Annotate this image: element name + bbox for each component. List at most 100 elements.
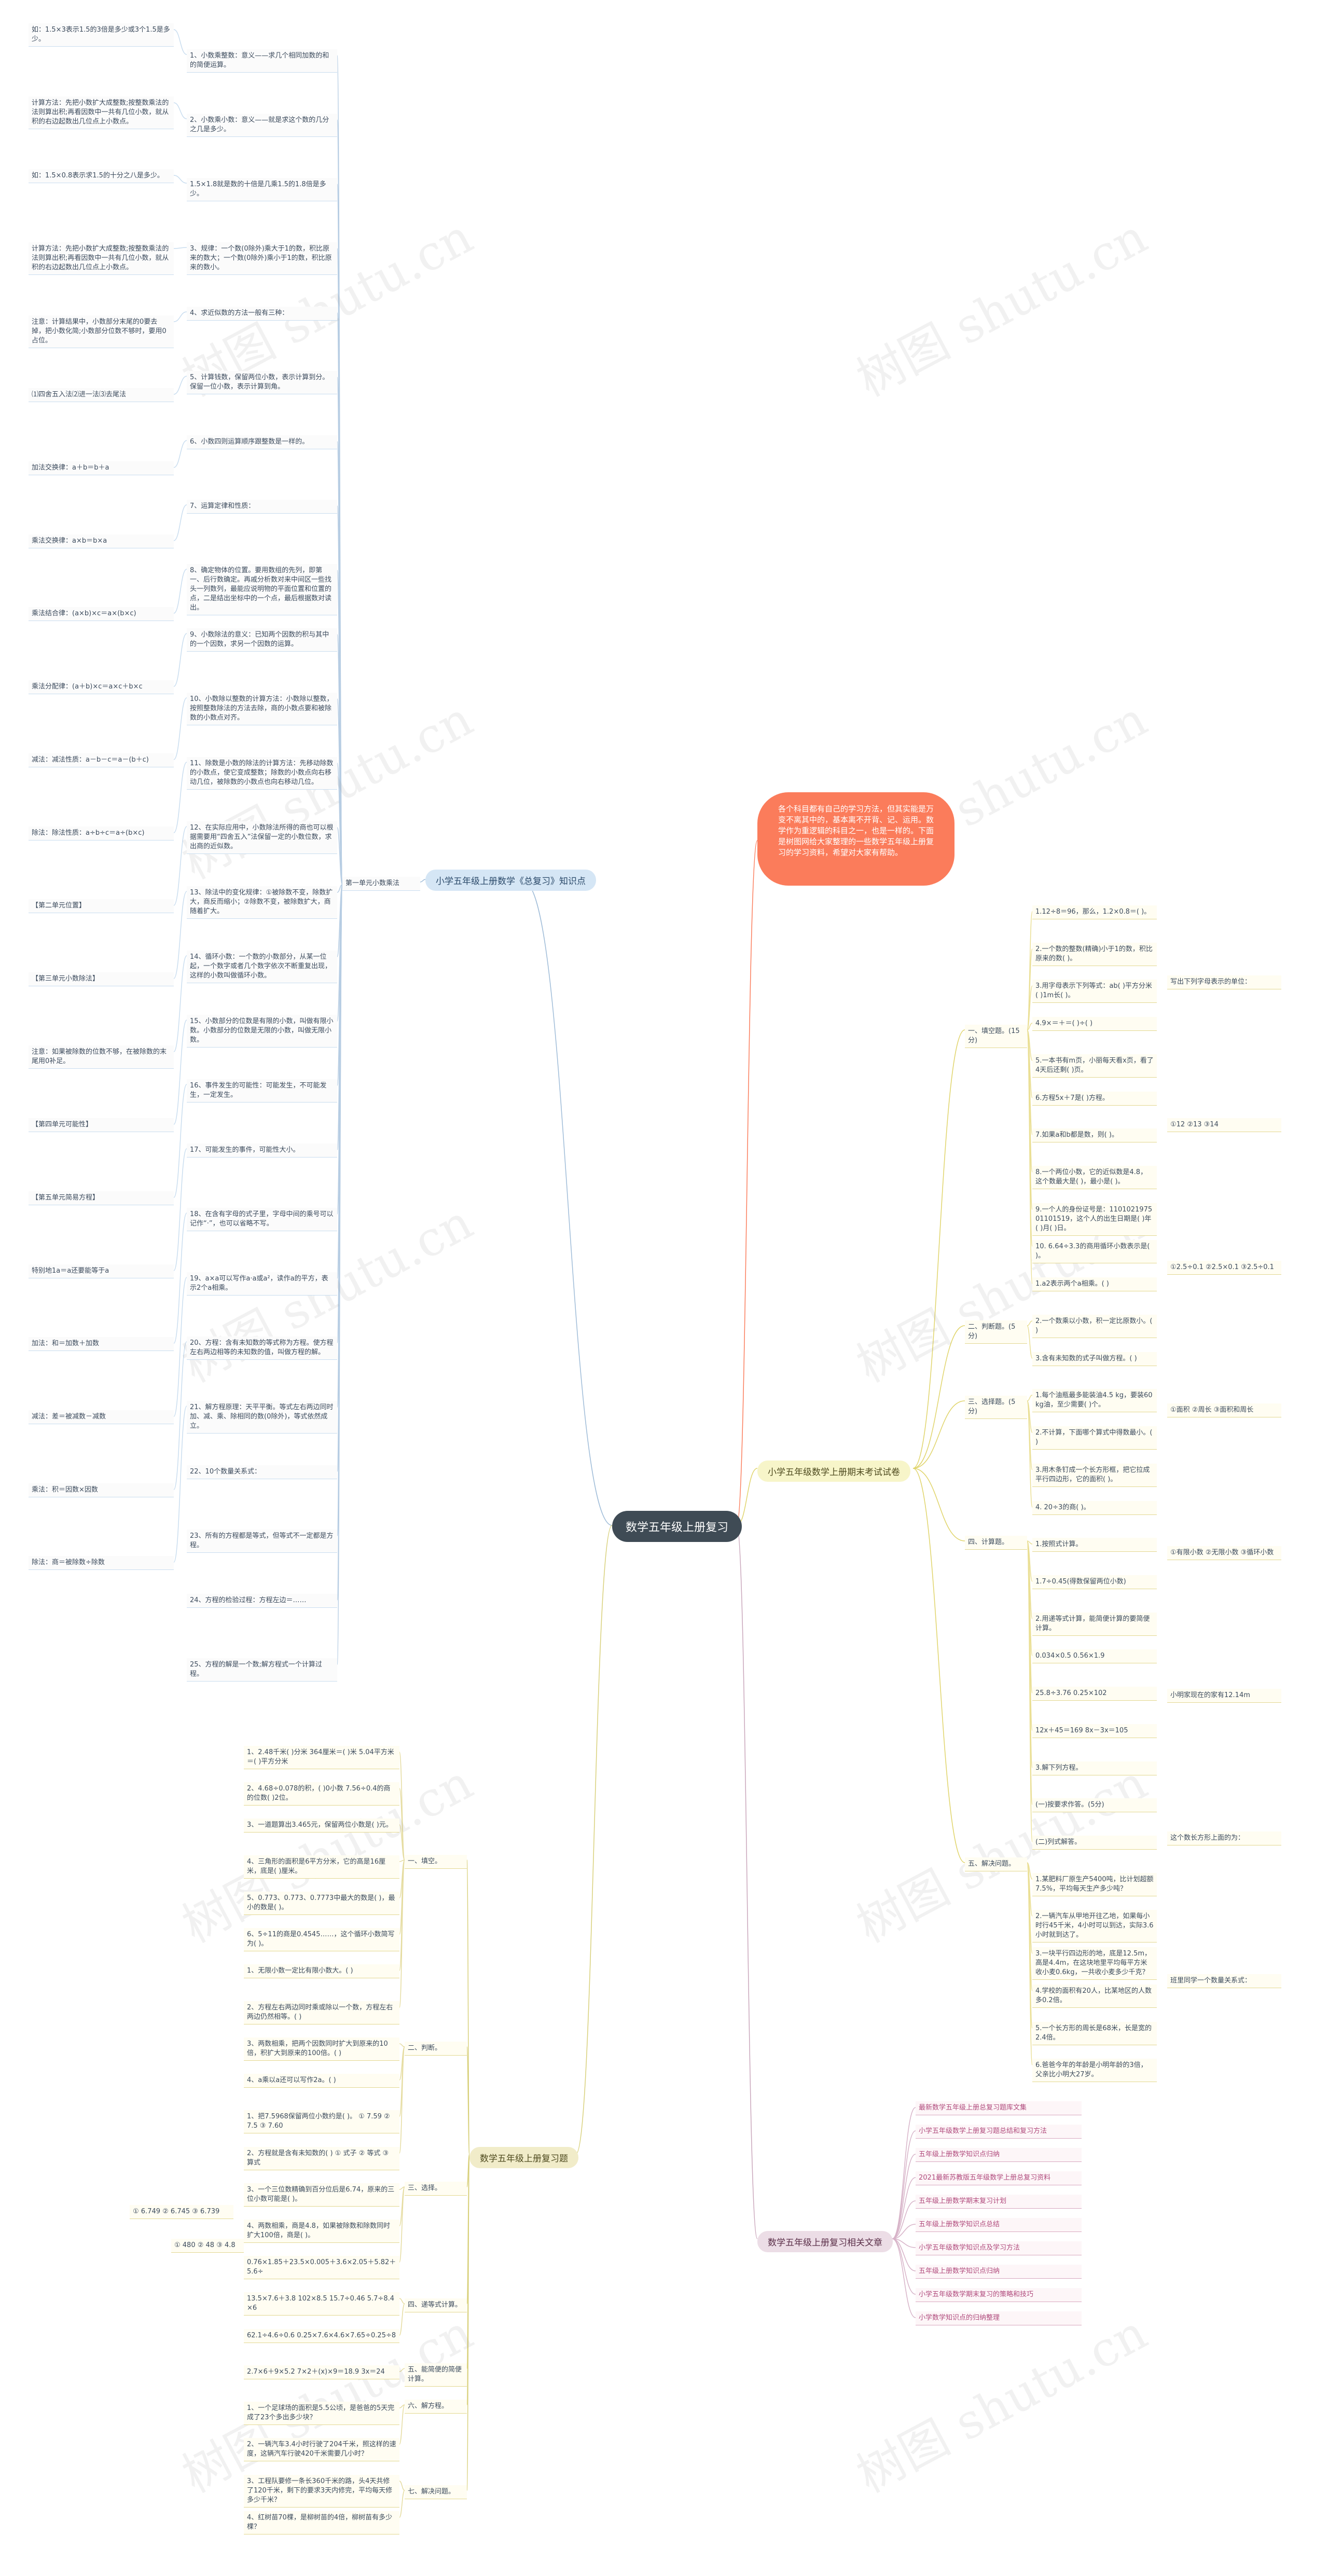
b1-note[interactable]: 如：1.5×0.8表示求1.5的十分之八是多少。 [29,169,174,183]
b2-section[interactable]: 四、计算题。 [965,1536,1027,1550]
b1-item[interactable]: 6、小数四则运算顺序跟整数是一样的。 [187,435,337,449]
b2-item[interactable]: 1.按照式计算。 [1032,1538,1157,1552]
b1-note[interactable]: 乘法结合律：(a×b)×c＝a×(b×c) [29,607,174,621]
b3-item[interactable]: 1、把7.5968保留两位小数约是( )。 ① 7.59 ② 7.5 ③ 7.6… [244,2110,399,2133]
b2-item[interactable]: 10. 6.64÷3.3的商用循环小数表示是( )。 [1032,1240,1157,1263]
b3-item[interactable]: 4、两数相乘，商是4.8，如果被除数和除数同时扩大100倍，商是( )。 [244,2220,399,2243]
b1-sub-unit1[interactable]: 第一单元小数乘法 [342,877,420,891]
b1-note[interactable]: 特别地1a＝a还要能等于a [29,1264,174,1278]
b1-item[interactable]: 19、a×a可以写作a·a或a²，读作a的平方，表示2个a相乘。 [187,1272,337,1296]
b1-item[interactable]: 5、计算钱数，保留两位小数，表示计算到分。保留一位小数，表示计算到角。 [187,371,337,394]
b2-item[interactable]: 0.034×0.5 0.56×1.9 [1032,1649,1157,1663]
b2-option[interactable]: 写出下列字母表示的单位： [1167,975,1281,989]
b3-item[interactable]: 2、4.68÷0.078的积，( )0小数 7.56÷0.4的商的位数( )2位… [244,1782,399,1806]
b2-item[interactable]: 1.某肥料厂原生产5400吨，比计划超额7.5%，平均每天生产多少吨？ [1032,1873,1157,1896]
b2-item[interactable]: 6.方程5x＋7是( )方程。 [1032,1092,1157,1106]
b2-item[interactable]: 9.一个人的身份证号是：110102197501101519，这个人的出生日期是… [1032,1203,1157,1236]
b3-item[interactable]: 1、2.48千米( )分米 364厘米＝( )米 5.04平方米＝( )平方分米 [244,1746,399,1769]
b1-item[interactable]: 17、可能发生的事件，可能性大小。 [187,1144,337,1158]
b3-item[interactable]: 2、一辆汽车3.4小时行驶了204千米，照这样的速度，这辆汽车行驶420千米需要… [244,2438,399,2461]
b2-item[interactable]: 25.8÷3.76 0.25×102 [1032,1687,1157,1701]
b2-option[interactable]: ①2.5÷0.1 ②2.5×0.1 ③2.5÷0.1 [1167,1261,1281,1275]
b3-item[interactable]: 4、三角形的面积是6平方分米，它的高是16厘米，底是( )厘米。 [244,1855,399,1879]
b1-item[interactable]: 12、在实际应用中，小数除法所得的商也可以根据需要用“四舍五入”法保留一定的小数… [187,821,337,854]
b1-note[interactable]: 减法：减法性质：a－b－c＝a－(b＋c) [29,753,174,767]
b4-item[interactable]: 五年级上册数学知识点总结 [916,2218,1082,2232]
b3-item[interactable]: 3、两数相乘，把两个因数同时扩大到原来的10倍，积扩大到原来的100倍。( ) [244,2037,399,2061]
branch-review-questions[interactable]: 数学五年级上册复习题 [469,2147,578,2168]
b3-section[interactable]: 四、递等式计算。 [405,2298,467,2312]
b1-item[interactable]: 8、确定物体的位置。要用数组的先列，即第一、后行数确定。再戚分析数对来中间区一些… [187,564,337,615]
b1-item[interactable]: 2、小数乘小数：意义——就是求这个数的几分之几是多少。 [187,114,337,137]
b2-item[interactable]: 3.用木条钉成一个长方形框，把它拉成平行四边形，它的面积( )。 [1032,1464,1157,1487]
b2-item[interactable]: 4. 20÷3的商( )。 [1032,1501,1157,1515]
b2-item[interactable]: 3.含有未知数的式子叫做方程。( ) [1032,1352,1157,1366]
b4-item[interactable]: 最新数学五年级上册总复习题库文集 [916,2101,1082,2115]
b2-section[interactable]: 一、填空题。(15分) [965,1025,1027,1048]
b4-item[interactable]: 小学数学知识点的归纳整理 [916,2311,1082,2325]
b4-item[interactable]: 2021最新苏教版五年级数学上册总复习资料 [916,2171,1082,2185]
b3-section[interactable]: 五、能简便的简便计算。 [405,2363,467,2387]
b2-item[interactable]: 5.一个长方形的周长是68米，长是宽的2.4倍。 [1032,2022,1157,2045]
b1-note[interactable]: 如：1.5×3表示1.5的3倍是多少或3个1.5是多少。 [29,23,174,47]
b2-section[interactable]: 三、选择题。(5分) [965,1396,1027,1419]
b2-item[interactable]: 1.7÷0.45(得数保留两位小数) [1032,1575,1157,1589]
b1-note[interactable]: 加法交换律：a＋b＝b＋a [29,461,174,475]
b1-note[interactable]: 乘法分配律：(a＋b)×c＝a×c＋b×c [29,680,174,694]
root-node[interactable]: 数学五年级上册复习 [612,1511,742,1542]
b1-item[interactable]: 21、解方程原理：天平平衡。等式左右两边同时加、减、乘、除相同的数(0除外)，等… [187,1401,337,1434]
b3-item[interactable]: 4、a乘以a还可以写作2a。( ) [244,2074,399,2088]
b1-item[interactable]: 24、方程的检验过程：方程左边＝…… [187,1594,337,1608]
b3-item[interactable]: 2.7×6＋9×5.2 7×2＋(x)×9＝18.9 3x＝24 [244,2365,399,2379]
b3-item[interactable]: 3、工程队要修一条长360千米的路，头4天共修了120千米，剩下的要求3天内修完… [244,2475,399,2508]
b3-item[interactable]: 2、方程就是含有未知数的( ) ① 式子 ② 等式 ③ 算式 [244,2147,399,2170]
b1-item[interactable]: 23、所有的方程都是等式，但等式不一定都是方程。 [187,1530,337,1553]
b2-item[interactable]: 2.用递等式计算，能简便计算的要简便计算。 [1032,1613,1157,1636]
b1-item[interactable]: 15、小数部分的位数是有限的小数，叫做有限小数。小数部分的位数是无限的小数，叫做… [187,1015,337,1048]
b2-item[interactable]: 3.一块平行四边形的地，底是12.5m，高是4.4m，在这块地里平均每平方米收小… [1032,1947,1157,1980]
b2-item[interactable]: 1.12÷8＝96，那么，1.2×0.8＝( )。 [1032,905,1157,919]
b3-section[interactable]: 一、填空。 [405,1855,467,1869]
branch-zongfuxi[interactable]: 小学五年级上册数学《总复习》知识点 [425,870,596,891]
b1-note[interactable]: 注意：计算结果中，小数部分末尾的0要去掉，把小数化简;小数部分位数不够时，要用0… [29,315,174,348]
b1-item[interactable]: 20、方程：含有未知数的等式称为方程。使方程左右两边相等的未知数的值，叫做方程的… [187,1337,337,1360]
b2-option[interactable]: 班里同学一个数量关系式： [1167,1974,1281,1988]
b1-note[interactable]: 除法：除法性质：a÷b÷c＝a÷(b×c) [29,826,174,841]
b1-item[interactable]: 4、求近似数的方法一般有三种： [187,307,337,321]
b3-option[interactable]: ① 480 ② 48 ③ 4.8 [171,2239,244,2253]
b3-item[interactable]: 6、5÷11的商是0.4545……，这个循环小数简写为( )。 [244,1928,399,1951]
b4-item[interactable]: 五年级上册数学期末复习计划 [916,2195,1082,2209]
b1-note[interactable]: 【第二单元位置】 [29,899,174,913]
b1-item[interactable]: 10、小数除以整数的计算方法：小数除以整数，按照整数除法的方法去除，商的小数点要… [187,693,337,725]
b3-section[interactable]: 二、判断。 [405,2042,467,2056]
b2-option[interactable]: ①12 ②13 ③14 [1167,1118,1281,1132]
b2-section[interactable]: 五、解决问题。 [965,1857,1027,1871]
b2-item[interactable]: 2.一个数的整数(精确)小于1的数，积比原来的数( )。 [1032,943,1157,966]
b1-note[interactable]: 【第三单元小数除法】 [29,972,174,986]
b3-section[interactable]: 三、选择。 [405,2182,467,2196]
b1-note[interactable]: 计算方法：先把小数扩大成整数;按整数乘法的法则算出积;再看因数中一共有几位小数，… [29,242,174,275]
b4-item[interactable]: 小学五年级数学期末复习的策略和技巧 [916,2288,1082,2302]
b1-item[interactable]: 1、小数乘整数：意义——求几个相同加数的和的简便运算。 [187,49,337,73]
b3-item[interactable]: 2、方程左右两边同时乘或除以一个数，方程左右两边仍然相等。( ) [244,2001,399,2024]
b1-note[interactable]: 【第四单元可能性】 [29,1118,174,1132]
b1-note[interactable]: 加法：和＝加数＋加数 [29,1337,174,1351]
b3-section[interactable]: 六、解方程。 [405,2400,467,2414]
b2-item[interactable]: 3.解下列方程。 [1032,1761,1157,1775]
b2-item[interactable]: 6.爸爸今年的年龄是小明年龄的3倍，父亲比小明大27岁。 [1032,2059,1157,2082]
b4-item[interactable]: 小学五年级数学上册复习题总结和复习方法 [916,2125,1082,2139]
b4-item[interactable]: 五年级上册数学知识点归纳 [916,2265,1082,2279]
b1-item[interactable]: 14、循环小数：一个数的小数部分，从某一位起，一个数字或者几个数字依次不断重复出… [187,950,337,983]
b1-item[interactable]: 7、运算定律和性质： [187,500,337,514]
b4-item[interactable]: 小学五年级数学知识点及学习方法 [916,2241,1082,2255]
b2-item[interactable]: 5.一本书有m页，小丽每天看x页，看了4天后还剩( )页。 [1032,1054,1157,1078]
b1-note[interactable]: 乘法交换律：a×b＝b×a [29,534,174,548]
intro-callout[interactable]: 各个科目都有自己的学习方法，但其实能是万变不离其中的，基本离不开背、记、运用。数… [757,792,955,886]
b3-option[interactable]: ① 6.749 ② 6.745 ③ 6.739 [130,2205,233,2219]
b2-option[interactable]: ①有限小数 ②无限小数 ③循环小数 [1167,1546,1281,1560]
b3-item[interactable]: 62.1÷4.6÷0.6 0.25×7.6×4.6×7.65÷0.25÷8 [244,2329,399,2343]
b1-note[interactable]: ⑴四舍五入法⑵进一法⑶去尾法 [29,388,174,402]
b1-item[interactable]: 11、除数是小数的除法的计算方法：先移动除数的小数点，使它变成整数；除数的小数点… [187,757,337,790]
branch-related-articles[interactable]: 数学五年级上册复习相关文章 [757,2231,893,2252]
b1-item[interactable]: 22、10个数量关系式： [187,1465,337,1479]
